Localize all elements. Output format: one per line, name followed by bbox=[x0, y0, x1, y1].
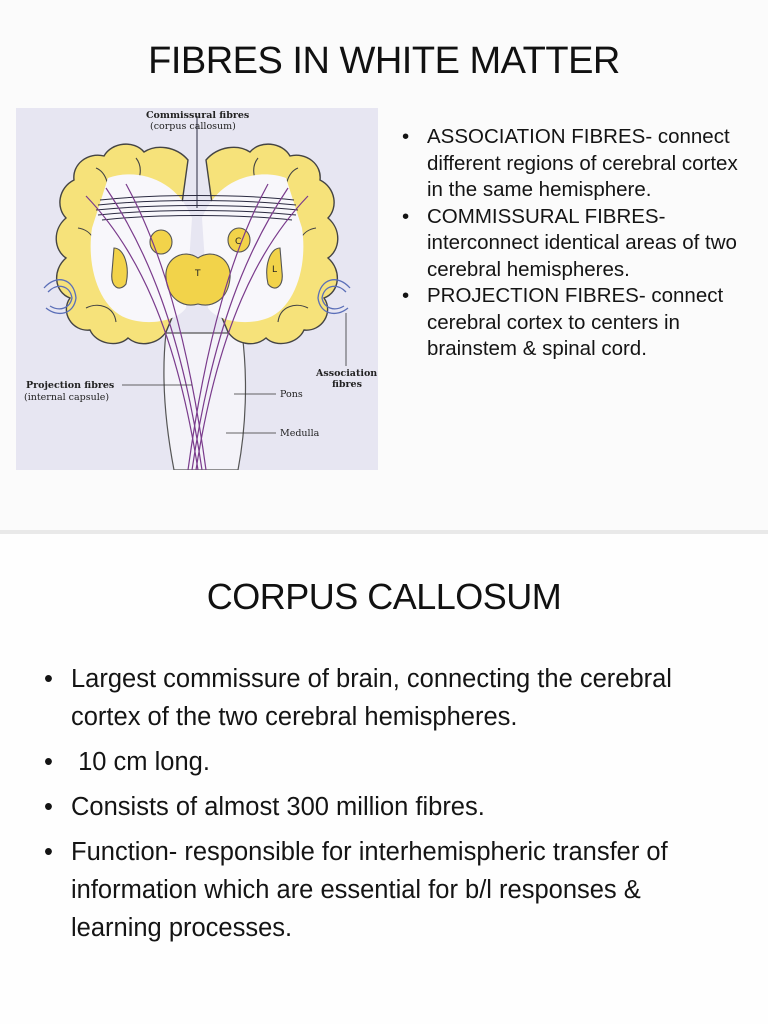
bullet-text: ASSOCIATION FIBRES- connect different re… bbox=[427, 125, 738, 201]
label-internal-capsule: (internal capsule) bbox=[24, 392, 110, 403]
brain-diagram: T C L bbox=[43, 116, 351, 470]
label-l-marker: L bbox=[272, 265, 277, 275]
slide-separator bbox=[0, 530, 768, 534]
list-item: • PROJECTION FIBRES- connect cerebral cor… bbox=[402, 283, 742, 363]
label-c-marker: C bbox=[235, 237, 241, 247]
bullet-text: Largest commissure of brain, connecting … bbox=[71, 665, 672, 731]
label-projection-fibres: Projection fibres bbox=[26, 380, 115, 391]
label-t-marker: T bbox=[194, 269, 201, 279]
bullet-dot: • bbox=[44, 838, 53, 866]
corpus-callosum-facts-list: • Largest commissure of brain, connecting… bbox=[44, 660, 734, 954]
list-item: • ASSOCIATION FIBRES- connect different r… bbox=[402, 124, 742, 204]
bullet-text: Function- responsible for interhemispher… bbox=[71, 838, 668, 942]
label-pons: Pons bbox=[280, 389, 303, 400]
slide-title: CORPUS CALLOSUM bbox=[206, 576, 562, 617]
bullet-text: 10 cm long. bbox=[71, 748, 210, 776]
list-item: • Consists of almost 300 million fibres. bbox=[44, 788, 734, 826]
bullet-dot: • bbox=[402, 125, 410, 148]
list-item: • Largest commissure of brain, connecting… bbox=[44, 660, 734, 736]
bullet-text: Consists of almost 300 million fibres. bbox=[71, 793, 485, 821]
label-association: Association bbox=[316, 368, 378, 379]
slide-corpus-callosum: CORPUS CALLOSUM • Largest commissure of b… bbox=[0, 534, 768, 1024]
brain-coronal-section-figure: T C L bbox=[16, 108, 378, 470]
bullet-dot: • bbox=[44, 665, 53, 693]
projection-fibres bbox=[85, 183, 309, 470]
bullet-text: COMMISSURAL FIBRES- interconnect identic… bbox=[427, 204, 737, 281]
bullet-dot: • bbox=[44, 793, 53, 821]
association-fibres bbox=[43, 279, 351, 315]
bullet-dot: • bbox=[44, 748, 53, 776]
label-association-fibres: fibres bbox=[332, 379, 362, 390]
fibre-types-list: • ASSOCIATION FIBRES- connect different r… bbox=[402, 124, 742, 363]
slide-fibres-white-matter: FIBRES IN WHITE MATTER bbox=[16, 40, 742, 470]
label-commissural-fibres: Commissural fibres bbox=[146, 110, 250, 121]
bullet-dot: • bbox=[402, 204, 410, 228]
bullet-dot: • bbox=[402, 284, 410, 307]
list-item: • 10 cm long. bbox=[44, 743, 734, 781]
slide-title: FIBRES IN WHITE MATTER bbox=[148, 40, 620, 82]
basal-nuclei bbox=[111, 227, 283, 306]
leader-lines bbox=[122, 313, 347, 434]
list-item: • Function- responsible for interhemisphe… bbox=[44, 833, 734, 947]
label-medulla: Medulla bbox=[280, 428, 320, 439]
label-corpus-callosum: (corpus callosum) bbox=[150, 121, 236, 132]
bullet-text: PROJECTION FIBRES- connect cerebral cort… bbox=[427, 284, 724, 360]
list-item: • COMMISSURAL FIBRES- interconnect identi… bbox=[402, 204, 742, 284]
